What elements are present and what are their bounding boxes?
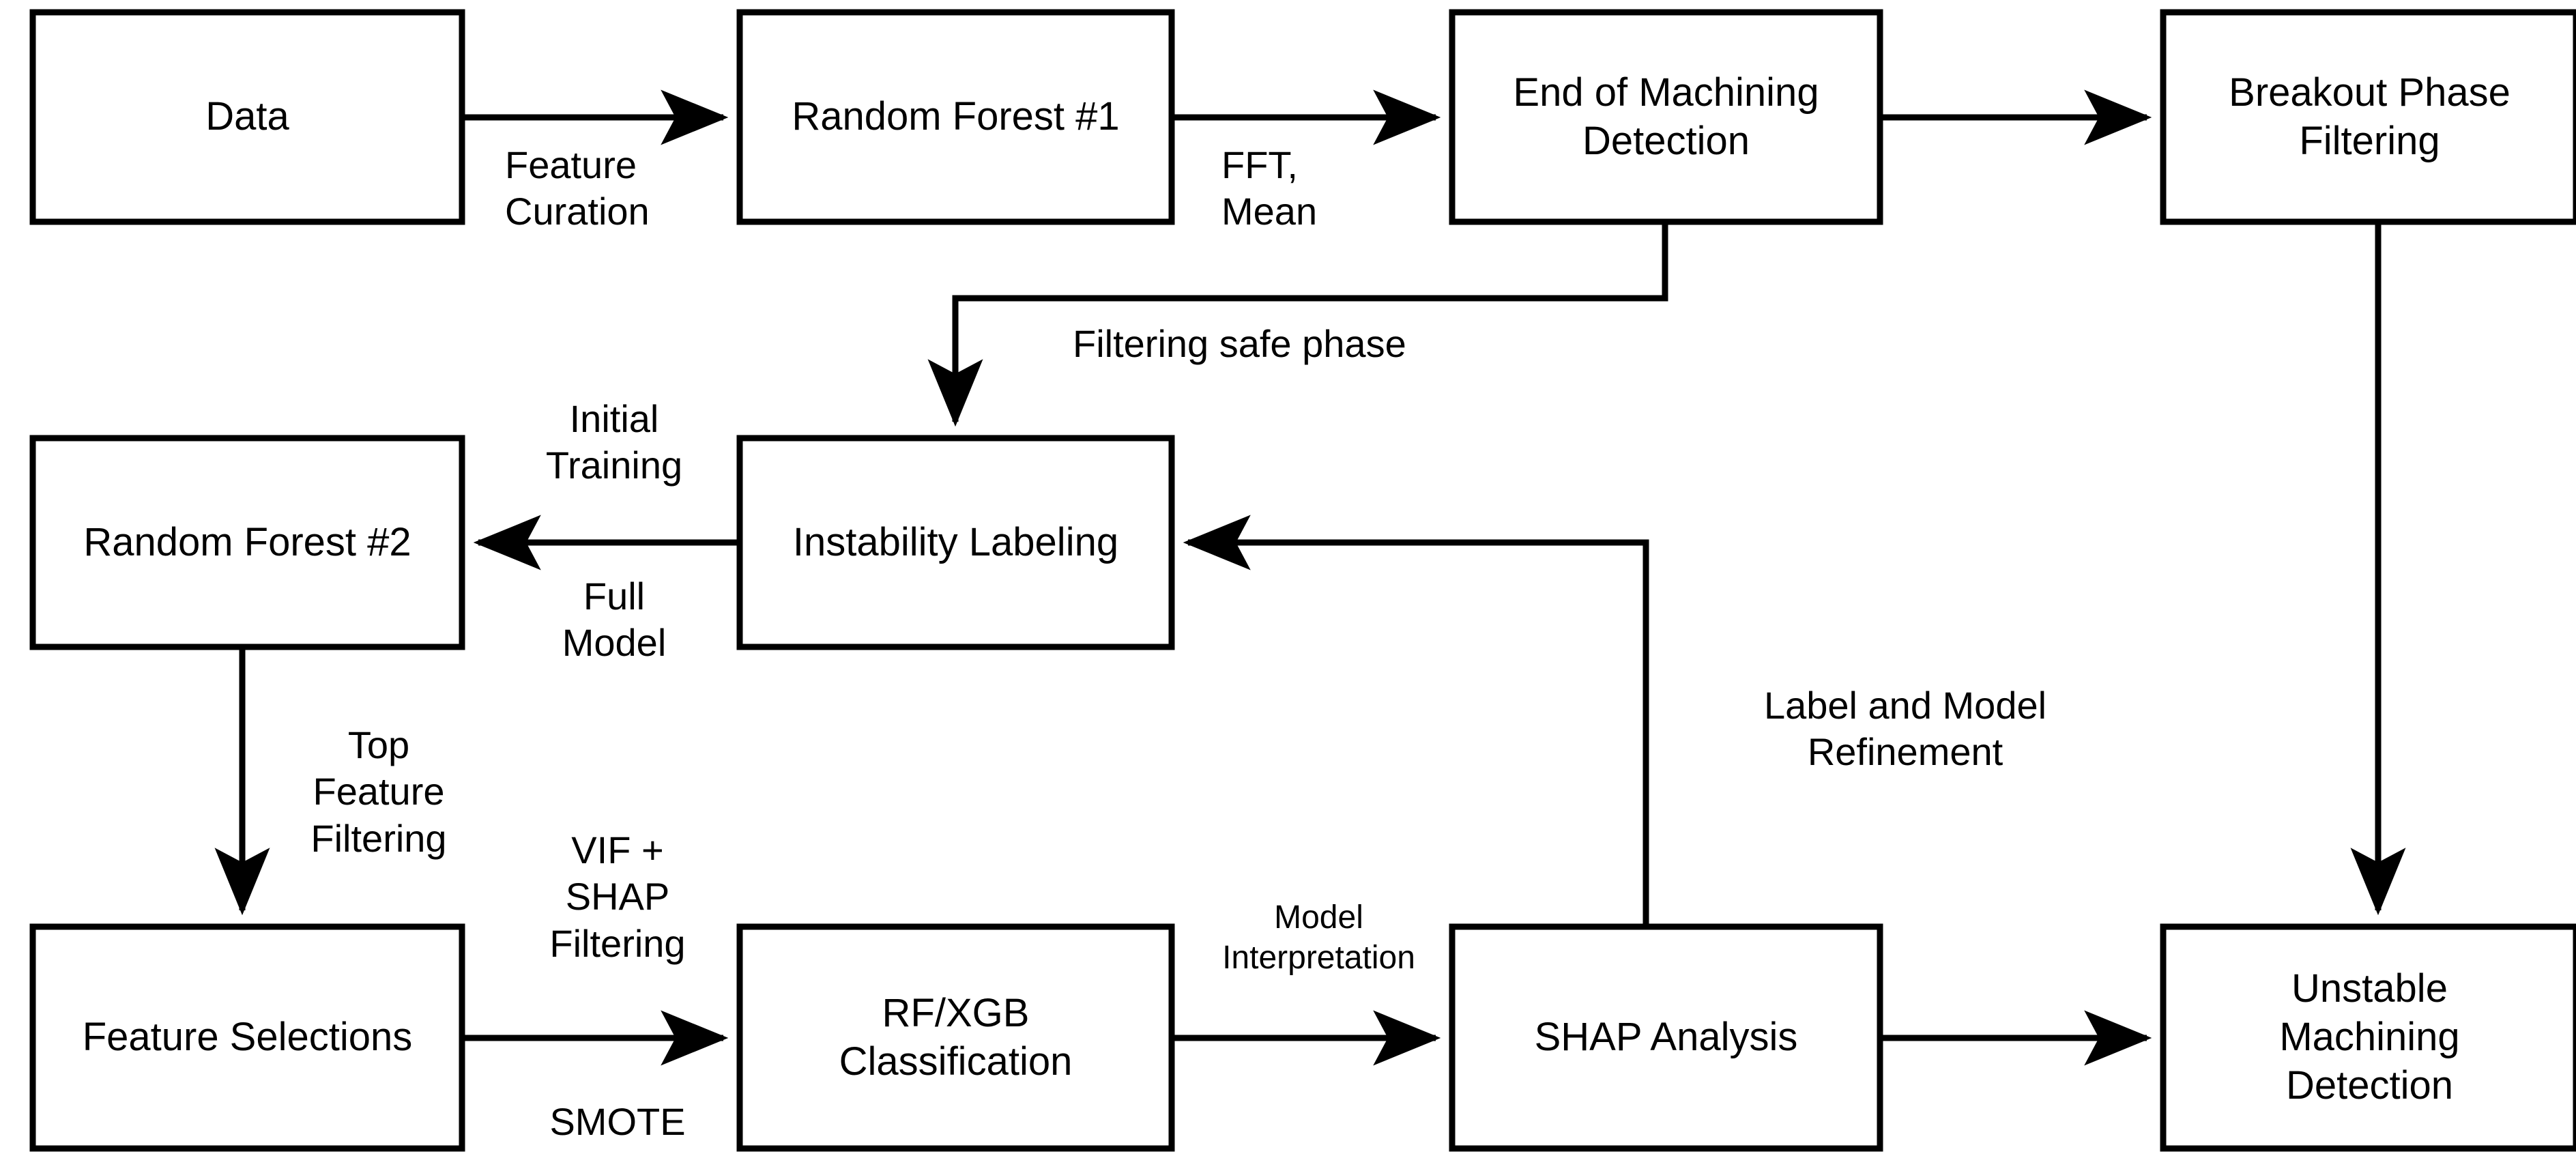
edge-label-fft-mean: FFT, Mean	[1221, 143, 1318, 233]
edge-label-model-interpretation: Model Interpretation	[1222, 899, 1415, 976]
node-box-featsel[interactable]	[29, 923, 465, 1152]
edge-label-label-model-refinement: Label and Model Refinement	[1763, 684, 2047, 774]
node-box-data[interactable]	[29, 9, 465, 225]
node-box-unstable[interactable]	[2160, 923, 2576, 1152]
node-box-rfxgb[interactable]	[736, 923, 1175, 1152]
edge-label-full-model: Full Model	[562, 575, 667, 665]
edge-label-vif-shap-filtering: VIF + SHAP Filtering	[549, 828, 686, 965]
edge-label-filtering-safe-phase: Filtering safe phase	[1073, 322, 1406, 365]
edge-label-smote: SMOTE	[549, 1100, 686, 1143]
edge-shap-to-instability	[1183, 515, 1649, 924]
edge-label-feature-curation: Feature Curation	[505, 143, 650, 233]
node-box-rf2[interactable]	[29, 435, 465, 650]
edge-label-top-feature-filtering: Top Feature Filtering	[310, 723, 447, 860]
node-box-shap[interactable]	[1449, 923, 1883, 1152]
node-box-instability[interactable]	[736, 435, 1175, 650]
node-box-eom[interactable]	[1449, 9, 1883, 225]
node-box-rf1[interactable]	[736, 9, 1175, 225]
edge-eom-to-instability	[927, 225, 1668, 427]
node-box-breakout[interactable]	[2160, 9, 2576, 225]
edge-label-initial-training: Initial Training	[545, 397, 683, 487]
